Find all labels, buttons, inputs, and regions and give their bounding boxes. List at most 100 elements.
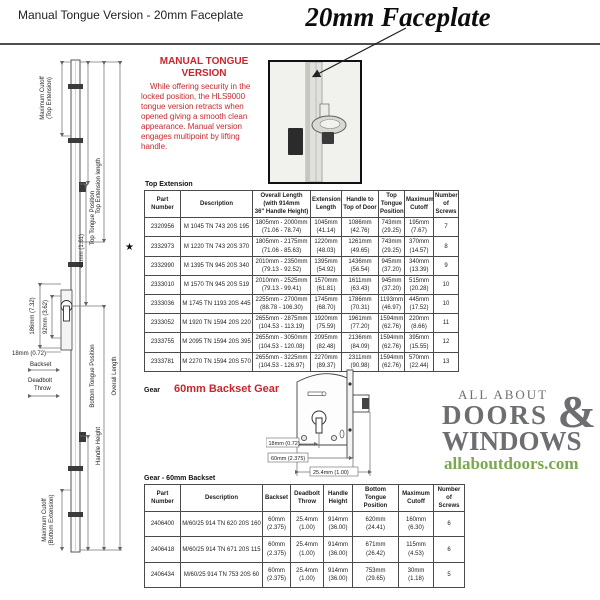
table-cell: 60mm (2.375) — [262, 536, 291, 563]
label-dim-41mm: 41mm (1.61) — [79, 234, 85, 268]
table-cell: 1961mm (77.20) — [341, 313, 379, 334]
gear-dim-25mm: 25.4mm (1.00) — [313, 470, 349, 476]
gear-label: Gear — [144, 387, 160, 394]
table-cell: 10 — [433, 274, 459, 296]
table-cell: 2333781 — [144, 351, 181, 372]
label-deadbolt-throw: Throw — [34, 386, 51, 392]
label-dim-186mm: 186mm (7.32) — [30, 297, 36, 334]
table-cell: 11 — [433, 313, 459, 334]
gear-dim-18mm: 18mm (0.72) — [269, 441, 300, 447]
page-title: Manual Tongue Version - 20mm Faceplate — [18, 8, 244, 22]
header-divider — [0, 43, 600, 45]
table-cell: 2010mm - 2525mm (79.13 - 99.41) — [252, 274, 311, 296]
label-max-cutoff-bottom-note: (Bottom Extension) — [49, 494, 55, 545]
table-cell: 2332990 — [144, 255, 181, 276]
column-header: Description — [180, 189, 253, 219]
column-header: Top Tongue Position — [378, 189, 405, 219]
table-cell: 25.4mm (1.00) — [290, 561, 324, 588]
table-cell: 570mm (22.44) — [404, 351, 434, 372]
intro-heading: MANUAL TONGUE VERSION — [159, 56, 249, 79]
table-cell: 60mm (2.375) — [262, 561, 291, 588]
table-cell: 6 — [433, 536, 465, 563]
table-cell: 12 — [433, 332, 459, 353]
table-cell: M 1220 TN 743 20S 370 — [180, 236, 253, 257]
table-cell: 2136mm (84.09) — [341, 332, 379, 353]
table-cell: 2095mm (82.48) — [310, 332, 342, 353]
logo-ampersand-icon: & — [557, 386, 598, 437]
table-cell: 8 — [433, 236, 459, 257]
table-cell: 1045mm (41.14) — [310, 217, 342, 238]
table-cell: 620mm (24.41) — [352, 511, 399, 538]
label-max-cutoff-top-note: (Top Extension) — [47, 77, 53, 119]
table-cell: M 1395 TN 945 20S 340 — [180, 255, 253, 276]
column-header: Part Number — [144, 189, 181, 219]
faceplate-photo — [268, 60, 362, 184]
table-cell: 2333755 — [144, 332, 181, 353]
table-cell: 1436mm (56.54) — [341, 255, 379, 276]
column-header: Maximum Cutoff — [404, 189, 434, 219]
column-header: Bottom Tongue Position — [352, 483, 399, 513]
column-header: Overall Length (with 914mm 36" Handle He… — [252, 189, 311, 219]
column-header: Maximum Cutoff — [398, 483, 434, 513]
gear-backset-label: Gear - 60mm Backset — [144, 475, 216, 482]
table-cell: 1594mm (62.76) — [378, 351, 405, 372]
table-cell: 1805mm - 2000mm (71.06 - 78.74) — [252, 217, 311, 238]
table-cell: 2333052 — [144, 313, 181, 334]
table-cell: M/60/25 914 TN 671 20S 115 — [180, 536, 263, 563]
column-header: Handle Height — [323, 483, 353, 513]
table-cell: 2406418 — [144, 536, 181, 563]
table-cell: 13 — [433, 351, 459, 372]
logo-all-about: ALL ABOUT — [458, 387, 549, 402]
table-cell: 2655mm - 3225mm (104.53 - 126.97) — [252, 351, 311, 372]
table-cell: 10 — [433, 294, 459, 315]
table-cell: 395mm (15.55) — [404, 332, 434, 353]
table-cell: 1920mm (75.59) — [310, 313, 342, 334]
table-cell: 1086mm (42.76) — [341, 217, 379, 238]
star-marker-icon: ★ — [125, 242, 134, 253]
table-cell: 753mm (29.65) — [352, 561, 399, 588]
column-header: Number of Screws — [433, 483, 465, 513]
table-cell: 370mm (14.57) — [404, 236, 434, 257]
table-cell: 2406400 — [144, 511, 181, 538]
table-cell: 2010mm - 2350mm (79.13 - 92.52) — [252, 255, 311, 276]
table-cell: 914mm (36.00) — [323, 511, 353, 538]
table-cell: 1261mm (49.65) — [341, 236, 379, 257]
table-cell: M 1745 TN 1193 20S 445 — [180, 294, 253, 315]
table-cell: 743mm (29.25) — [378, 217, 405, 238]
column-header: Backset — [262, 483, 291, 513]
table-cell: 6 — [433, 511, 465, 538]
table-cell: 340mm (13.39) — [404, 255, 434, 276]
table-cell: M/60/25 914 TN 753 20S 60 — [180, 561, 263, 588]
label-deadbolt: Deadbolt — [28, 378, 52, 384]
gear-diagram: 18mm (0.72) 60mm (2.375) 25.4mm (1.00) — [266, 369, 373, 477]
label-bottom-tongue-position: Bottom Tongue Position — [90, 344, 96, 407]
table-cell: 1570mm (61.81) — [310, 274, 342, 296]
table-cell: 2320956 — [144, 217, 181, 238]
table-cell: 671mm (26.42) — [352, 536, 399, 563]
label-handle-height: Handle Height — [96, 427, 102, 465]
table-cell: 1594mm (62.76) — [378, 332, 405, 353]
table-cell: 1786mm (70.31) — [341, 294, 379, 315]
table-cell: 2333036 — [144, 294, 181, 315]
table-cell: M/60/25 914 TN 620 20S 160 — [180, 511, 263, 538]
table-cell: 2255mm - 2700mm (88.78 - 106.30) — [252, 294, 311, 315]
logo-url: allaboutdoors.com — [444, 454, 579, 473]
table-cell: 160mm (6.30) — [398, 511, 434, 538]
table-cell: 115mm (4.53) — [398, 536, 434, 563]
label-top-extension-length: Top Extension length — [96, 158, 102, 214]
label-dim-92mm: 92mm (3.62) — [43, 300, 49, 334]
logo: ALL ABOUT DOORS & WINDOWS allaboutdoors.… — [442, 388, 600, 474]
table-cell: 515mm (20.28) — [404, 274, 434, 296]
table-cell: 9 — [433, 255, 459, 276]
faceplate-illustration-icon — [270, 61, 360, 183]
table-cell: 945mm (37.20) — [378, 255, 405, 276]
